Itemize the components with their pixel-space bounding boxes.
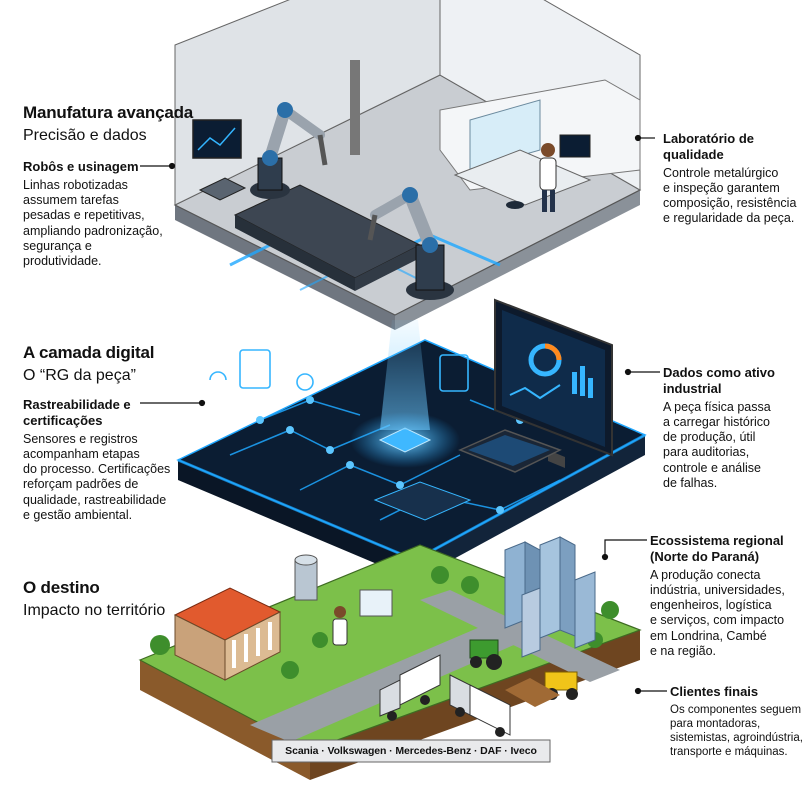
section-title: Manufatura avançada bbox=[23, 103, 194, 122]
digital-layer bbox=[176, 298, 647, 580]
section-subtitle: Impacto no território bbox=[23, 601, 166, 619]
callout-heading: Dados como ativo industrial bbox=[663, 365, 775, 396]
callout-heading: Robôs e usinagem bbox=[23, 159, 139, 174]
factory-layer bbox=[173, 0, 642, 330]
lab-technician bbox=[539, 143, 557, 212]
leader-lines bbox=[140, 134, 667, 695]
callout-heading: Clientes finais bbox=[670, 684, 759, 699]
callout-text: A peça física passa a carregar histórico… bbox=[663, 399, 771, 490]
callout-text: Os componentes seguem para montadoras, s… bbox=[670, 703, 803, 758]
ecosystem-callout: Ecossistema regional (Norte do Paraná) A… bbox=[650, 533, 808, 659]
truck-2 bbox=[449, 674, 511, 737]
section-destination: O destino Impacto no território bbox=[23, 578, 223, 620]
data-monitor bbox=[494, 298, 613, 468]
callout-text: Linhas robotizadas assumem tarefas pesad… bbox=[23, 177, 163, 269]
university-building bbox=[173, 587, 282, 681]
callout-text: Sensores e registros acompanham etapas d… bbox=[23, 431, 171, 522]
city-layer bbox=[138, 536, 642, 780]
truck-1 bbox=[379, 654, 441, 721]
callout-heading: Ecossistema regional (Norte do Paraná) bbox=[650, 533, 784, 564]
robot-arm-left bbox=[250, 102, 328, 199]
callout-text: Controle metalúrgico e inspeção garantem… bbox=[663, 165, 797, 226]
section-title: A camada digital bbox=[23, 343, 155, 362]
city-skyline bbox=[504, 536, 596, 658]
callout-heading: Laboratório de qualidade bbox=[663, 131, 755, 162]
factory-monitor bbox=[192, 119, 242, 159]
data-asset-callout: Dados como ativo industrial A peça físic… bbox=[663, 365, 808, 491]
section-subtitle: Precisão e dados bbox=[23, 126, 147, 144]
traceability-callout: Rastreabilidade e certificações Sensores… bbox=[23, 397, 183, 523]
automaker-brands: Scania · Volkswagen · Mercedes-Benz · DA… bbox=[285, 745, 537, 757]
robot-arm-right bbox=[367, 187, 454, 300]
clients-callout: Clientes finais Os componentes seguem pa… bbox=[670, 684, 808, 759]
robots-callout: Robôs e usinagem Linhas robotizadas assu… bbox=[23, 159, 183, 269]
lab-callout: Laboratório de qualidade Controle metalú… bbox=[663, 131, 808, 227]
section-manufacturing: Manufatura avançada Precisão e dados bbox=[23, 103, 233, 145]
section-title: O destino bbox=[23, 578, 100, 597]
callout-heading: Rastreabilidade e certificações bbox=[23, 397, 131, 428]
section-subtitle: O “RG da peça” bbox=[23, 366, 136, 384]
callout-text: A produção conecta indústria, universida… bbox=[650, 567, 785, 658]
section-digital: A camada digital O “RG da peça” bbox=[23, 343, 223, 385]
